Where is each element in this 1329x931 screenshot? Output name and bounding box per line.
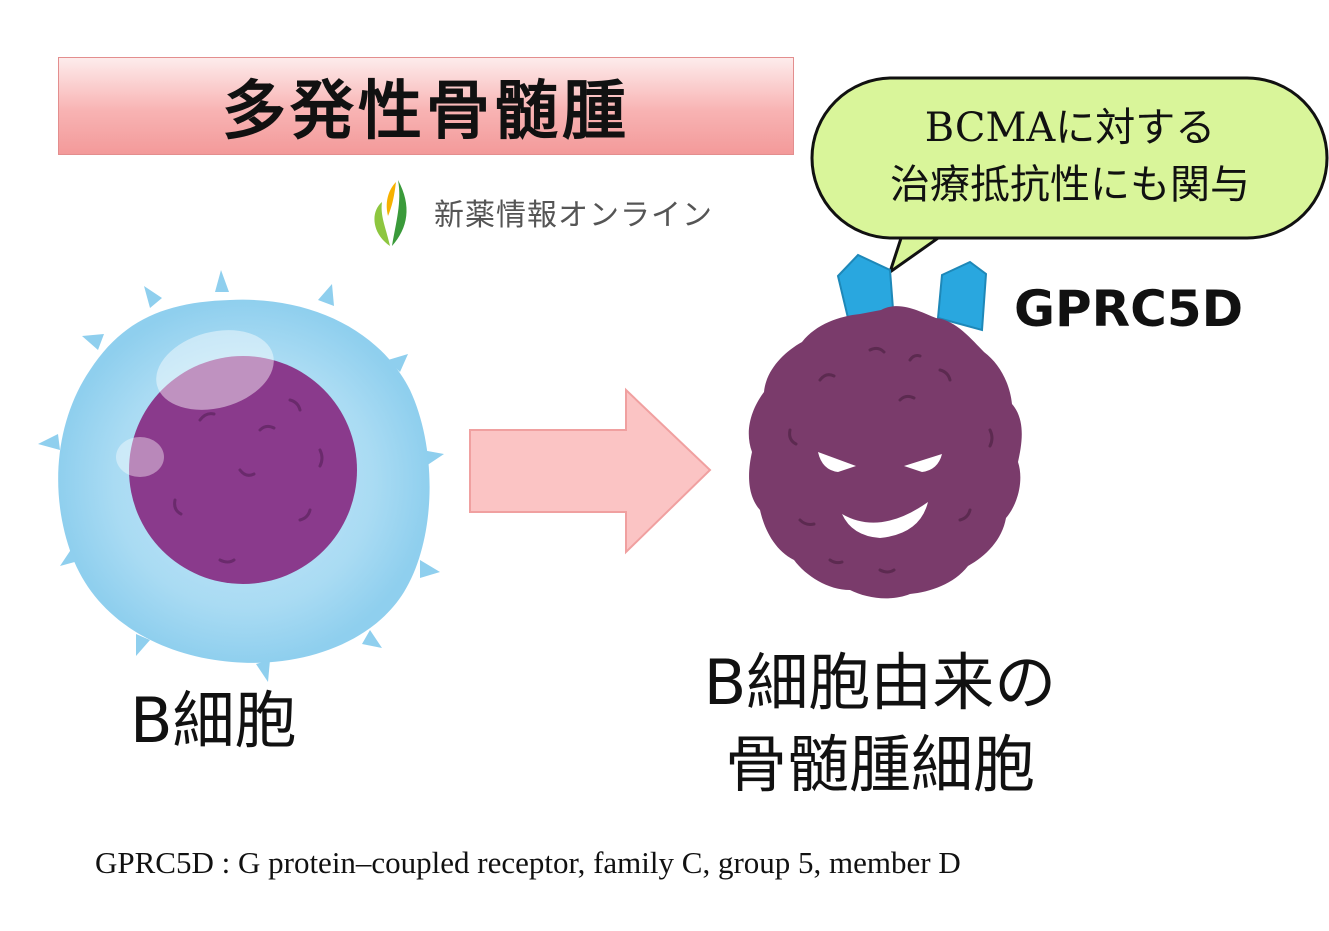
b-cell-nucleus [129,356,357,584]
b-cell-illustration [38,270,444,682]
b-cell-label: B細胞 [130,684,297,757]
publisher-logo: 新薬情報オンライン [368,176,713,248]
myeloma-cell-label: B細胞由来の 骨髄腫細胞 [660,642,1100,806]
title-box: 多発性骨髄腫 [58,57,794,155]
myeloma-left-eye [818,452,856,472]
myeloma-label-line-2: 骨髄腫細胞 [724,728,1035,801]
bubble-line-1: BCMAに対する [924,105,1216,151]
diagram-title: 多発性骨髄腫 [222,75,630,149]
myeloma-right-eye [904,454,942,472]
myeloma-cell-illustration [748,306,1022,599]
gprc5d-receptor-icons [836,253,988,332]
right-arrow [469,387,712,555]
speech-bubble-text: BCMAに対する 治療抵抗性にも関与 [822,100,1318,214]
myeloma-label-line-1: B細胞由来の [703,646,1057,719]
receptor-label: GPRC5D [1014,280,1244,338]
myeloma-grin [842,502,928,538]
bubble-line-2: 治療抵抗性にも関与 [890,162,1250,208]
leaf-icon [374,180,407,246]
logo-text: 新薬情報オンライン [434,198,713,233]
footnote: GPRC5D : G protein–coupled receptor, fam… [95,845,961,880]
speech-bubble [810,76,1329,276]
